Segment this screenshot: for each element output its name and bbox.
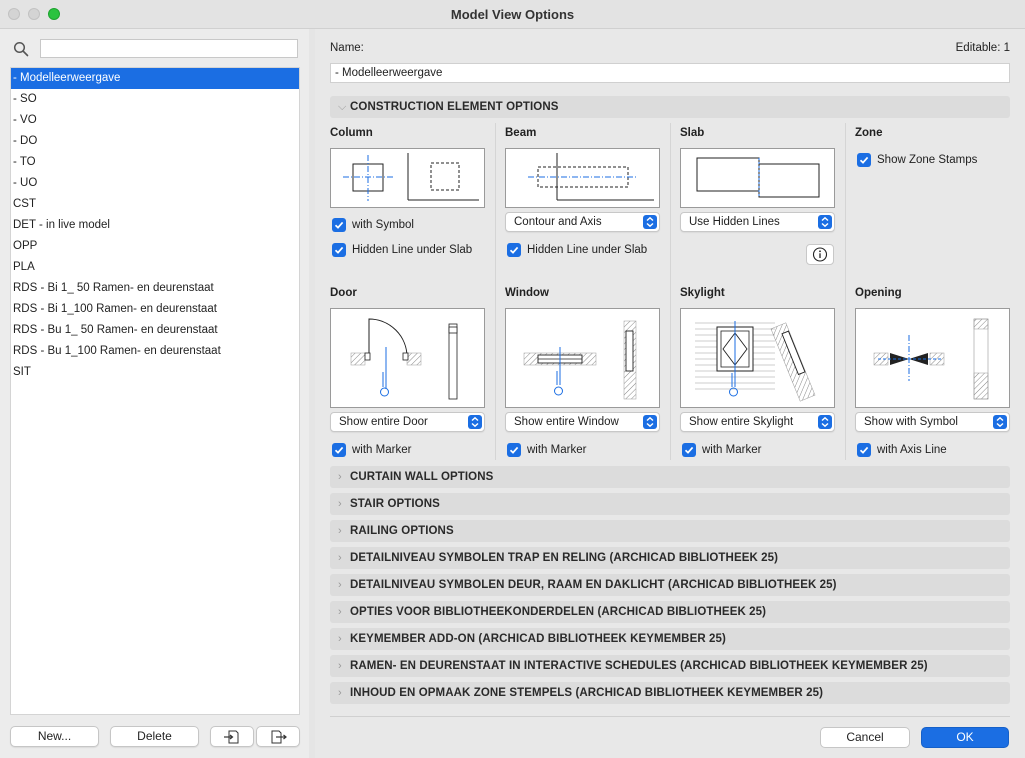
view-list-item[interactable]: SIT xyxy=(13,366,31,378)
window-title-label: Window xyxy=(505,287,549,299)
window-preview xyxy=(505,308,660,408)
beam-display-select[interactable]: Contour and Axis xyxy=(505,212,660,232)
search-input[interactable] xyxy=(40,39,298,58)
section-header[interactable]: ›OPTIES VOOR BIBLIOTHEEKONDERDELEN (ARCH… xyxy=(330,601,1010,623)
chevron-right-icon: › xyxy=(338,660,342,672)
section-construction-element-options[interactable]: ⌵ CONSTRUCTION ELEMENT OPTIONS xyxy=(330,96,1010,118)
opening-display-select[interactable]: Show with Symbol xyxy=(855,412,1010,432)
skylight-display-select[interactable]: Show entire Skylight xyxy=(680,412,835,432)
checkbox-checked-icon xyxy=(332,243,346,257)
checkbox-checked-icon xyxy=(857,443,871,457)
chevron-right-icon: › xyxy=(338,633,342,645)
column-divider xyxy=(495,123,496,460)
view-list-item[interactable]: - SO xyxy=(13,93,37,105)
zone-title: Zone xyxy=(855,127,883,139)
slab-preview xyxy=(680,148,835,208)
split-divider[interactable] xyxy=(309,29,315,758)
import-icon xyxy=(224,730,239,744)
select-arrows-icon xyxy=(818,415,832,429)
chevron-right-icon: › xyxy=(338,552,342,564)
new-button[interactable]: New... xyxy=(10,726,99,747)
ok-button[interactable]: OK xyxy=(921,727,1009,748)
delete-button[interactable]: Delete xyxy=(110,726,199,747)
beam-title: Beam xyxy=(505,127,537,139)
view-list-item[interactable]: - VO xyxy=(13,114,37,126)
title-bar: Model View Options xyxy=(0,0,1025,29)
checkbox-checked-icon xyxy=(332,218,346,232)
info-icon xyxy=(812,247,828,262)
view-list-item[interactable]: RDS - Bi 1_100 Ramen- en deurenstaat xyxy=(13,303,217,315)
select-arrows-icon xyxy=(643,215,657,229)
export-icon xyxy=(271,730,287,744)
section-header[interactable]: ›INHOUD EN OPMAAK ZONE STEMPELS (ARCHICA… xyxy=(330,682,1010,704)
zoom-window-button[interactable] xyxy=(48,8,60,20)
view-list-item[interactable]: - TO xyxy=(13,156,36,168)
view-list-item[interactable]: RDS - Bi 1_ 50 Ramen- en deurenstaat xyxy=(13,282,214,294)
view-list-item[interactable]: RDS - Bu 1_100 Ramen- en deurenstaat xyxy=(13,345,221,357)
section-header[interactable]: ›RAMEN- EN DEURENSTAAT IN INTERACTIVE SC… xyxy=(330,655,1010,677)
window-display-select[interactable]: Show entire Window xyxy=(505,412,660,432)
view-list-item[interactable]: - Modelleerweergave xyxy=(11,68,299,89)
column-divider xyxy=(670,123,671,460)
section-header[interactable]: ›DETAILNIVEAU SYMBOLEN DEUR, RAAM EN DAK… xyxy=(330,574,1010,596)
skylight-preview xyxy=(680,308,835,408)
view-list-item[interactable]: - UO xyxy=(13,177,38,189)
chevron-right-icon: › xyxy=(338,579,342,591)
opening-title: Opening xyxy=(855,287,902,299)
column-title: Column xyxy=(330,127,373,139)
checkbox-checked-icon xyxy=(507,243,521,257)
editable-label: Editable: 1 xyxy=(955,42,1010,54)
view-list-item[interactable]: CST xyxy=(13,198,36,210)
slab-display-select[interactable]: Use Hidden Lines xyxy=(680,212,835,232)
checkbox-checked-icon xyxy=(857,153,871,167)
import-button[interactable] xyxy=(210,726,254,747)
cancel-button[interactable]: Cancel xyxy=(820,727,910,748)
minimize-window-button[interactable] xyxy=(28,8,40,20)
section-header[interactable]: ›STAIR OPTIONS xyxy=(330,493,1010,515)
name-label: Name: xyxy=(330,42,364,54)
footer-divider xyxy=(330,716,1010,717)
door-display-select[interactable]: Show entire Door xyxy=(330,412,485,432)
search-icon xyxy=(13,41,29,57)
door-preview xyxy=(330,308,485,408)
export-button[interactable] xyxy=(256,726,300,747)
section-header[interactable]: ›CURTAIN WALL OPTIONS xyxy=(330,466,1010,488)
skylight-title: Skylight xyxy=(680,287,725,299)
section-header[interactable]: ›RAILING OPTIONS xyxy=(330,520,1010,542)
chevron-right-icon: › xyxy=(338,525,342,537)
section-header[interactable]: ›KEYMEMBER ADD-ON (ARCHICAD BIBLIOTHEEK … xyxy=(330,628,1010,650)
chevron-down-icon: ⌵ xyxy=(338,101,347,113)
view-list-item[interactable]: - DO xyxy=(13,135,38,147)
section-header[interactable]: ›DETAILNIVEAU SYMBOLEN TRAP EN RELING (A… xyxy=(330,547,1010,569)
view-list[interactable]: - Modelleerweergave - SO - VO - DO - TO - UO C… xyxy=(10,67,300,715)
checkbox-checked-icon xyxy=(682,443,696,457)
view-list-item[interactable]: DET - in live model xyxy=(13,219,110,231)
column-divider xyxy=(845,123,846,460)
view-list-item[interactable]: PLA xyxy=(13,261,35,273)
view-list-panel: - Modelleerweergave - SO - VO - DO - TO - UO C… xyxy=(0,29,310,758)
checkbox-checked-icon xyxy=(507,443,521,457)
beam-preview xyxy=(505,148,660,208)
opening-preview xyxy=(855,308,1010,408)
select-arrows-icon xyxy=(643,415,657,429)
column-preview xyxy=(330,148,485,208)
select-arrows-icon xyxy=(818,215,832,229)
view-list-item[interactable]: RDS - Bu 1_ 50 Ramen- en deurenstaat xyxy=(13,324,218,336)
name-field[interactable]: - Modelleerweergave xyxy=(330,63,1010,83)
chevron-right-icon: › xyxy=(338,498,342,510)
options-panel: Name: Editable: 1 - Modelleerweergave ⌵ … xyxy=(315,29,1025,758)
chevron-right-icon: › xyxy=(338,471,342,483)
close-window-button[interactable] xyxy=(8,8,20,20)
chevron-right-icon: › xyxy=(338,687,342,699)
select-arrows-icon xyxy=(993,415,1007,429)
window-title: Model View Options xyxy=(450,7,575,22)
chevron-right-icon: › xyxy=(338,606,342,618)
select-arrows-icon xyxy=(468,415,482,429)
checkbox-checked-icon xyxy=(332,443,346,457)
slab-title: Slab xyxy=(680,127,705,139)
info-button[interactable] xyxy=(806,244,834,265)
view-list-item[interactable]: OPP xyxy=(13,240,38,252)
door-title: Door xyxy=(330,287,357,299)
